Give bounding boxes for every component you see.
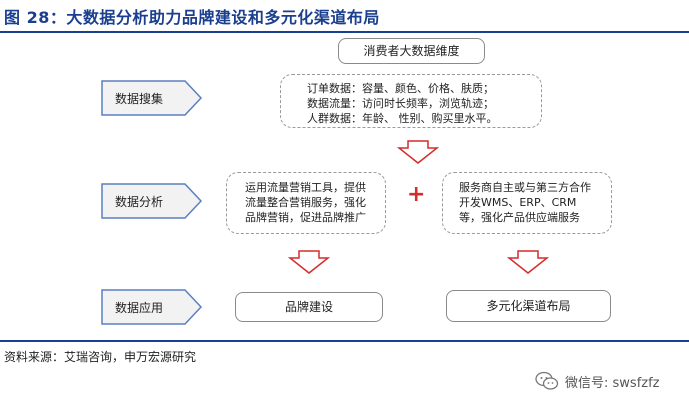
down-arrow-1 [397,140,439,164]
outcome-brand-building-label: 品牌建设 [284,299,333,314]
collect-detail-box: 订单数据：容量、颜色、价格、肤质； 数据流量：访问时长频率，浏览轨迹； 人群数据… [280,74,542,128]
wechat-icon [535,371,559,390]
analysis-left-line-2: 流量整合营销服务，强化 [245,196,366,209]
stage-apply: 数据应用 [101,289,203,325]
pentagon-shape [101,80,203,116]
consumer-bigdata-box: 消费者大数据维度 [338,38,485,64]
stage-analyze-label: 数据分析 [115,194,164,209]
collect-line-1: 订单数据：容量、颜色、价格、肤质； [307,82,494,95]
wechat-watermark: 微信号: swsfzfz [535,369,685,393]
analysis-right-line-2: 开发WMS、ERP、CRM [459,196,577,209]
down-arrow-3 [507,250,549,274]
collect-line-3: 人群数据：年龄、 性别、购买里水平。 [307,112,498,125]
analysis-right-line-3: 等，强化产品供应端服务 [459,211,580,224]
collect-line-2: 数据流量：访问时长频率，浏览轨迹； [307,97,494,110]
source-note: 资料来源：艾瑞咨询，申万宏源研究 [4,350,197,364]
plus-sign: + [407,182,426,207]
outcome-channel-layout: 多元化渠道布局 [446,290,611,322]
footer-divider [0,340,689,342]
analysis-left-line-3: 品牌营销，促进品牌推广 [245,211,366,224]
title-divider [0,31,689,33]
wechat-id-text: 微信号: swsfzfz [565,375,660,391]
pentagon-shape [101,289,203,325]
pentagon-shape [101,183,203,219]
down-arrow-2 [288,250,330,274]
analysis-left-line-1: 运用流量营销工具，提供 [245,181,366,194]
analysis-right-box: 服务商自主或与第三方合作 开发WMS、ERP、CRM 等，强化产品供应端服务 [442,172,612,234]
analysis-left-box: 运用流量营销工具，提供 流量整合营销服务，强化 品牌营销，促进品牌推广 [226,172,386,234]
consumer-bigdata-label: 消费者大数据维度 [363,43,460,58]
outcome-channel-layout-label: 多元化渠道布局 [486,298,571,313]
stage-apply-label: 数据应用 [115,300,164,315]
stage-collect: 数据搜集 [101,80,203,116]
figure-title: 图 28：大数据分析助力品牌建设和多元化渠道布局 [4,8,380,27]
stage-collect-label: 数据搜集 [115,91,164,106]
analysis-right-line-1: 服务商自主或与第三方合作 [459,181,591,194]
outcome-brand-building: 品牌建设 [235,292,383,322]
stage-analyze: 数据分析 [101,183,203,219]
